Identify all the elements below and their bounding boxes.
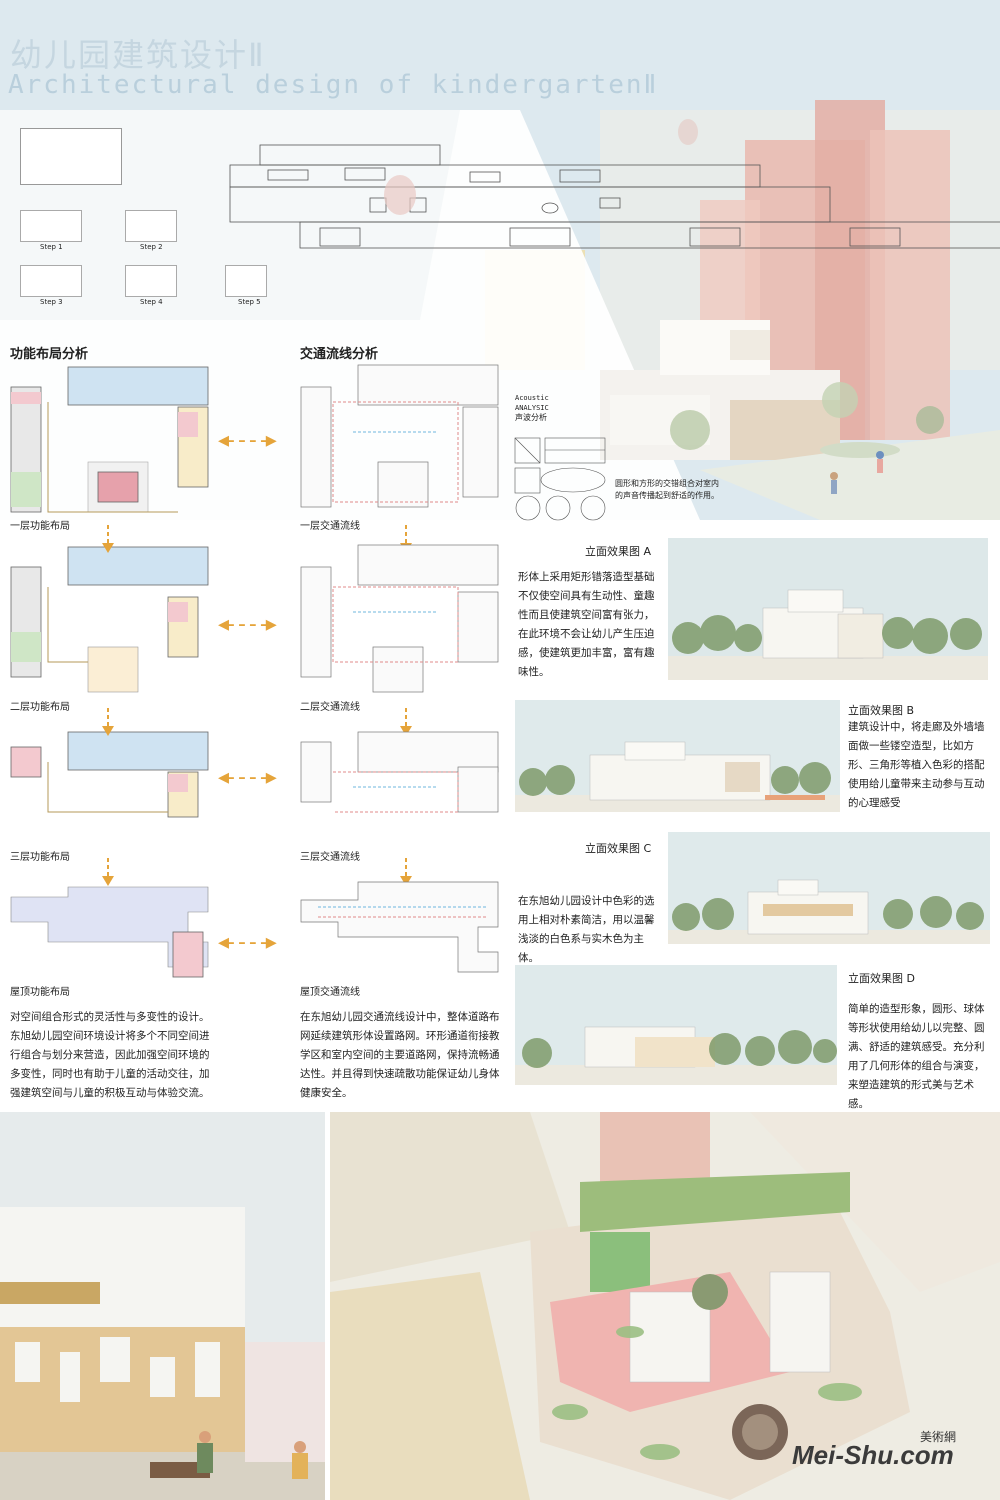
acoustic-note: 圆形和方形的交错组合对室内的声音传播起到舒适的作用。 xyxy=(615,479,719,500)
elevation-b-text: 建筑设计中，将走廊及外墙墙面做一些镂空造型，比如方形、三角形等植入色彩的搭配使用… xyxy=(848,721,985,809)
down-arrow-icon xyxy=(102,708,114,736)
function-floor-label: 三层功能布局 xyxy=(10,852,70,863)
function-floor-label: 屋顶功能布局 xyxy=(10,987,70,998)
traffic-heading: 交通流线分析 xyxy=(300,347,379,362)
elevation-c-title: 立面效果图 C xyxy=(585,842,652,855)
step-label: Step 3 xyxy=(40,298,63,306)
down-arrow-icon xyxy=(102,858,114,886)
double-arrow-icon: ◂- - - -▸ xyxy=(218,765,277,790)
acoustic-title-line1: Acoustic xyxy=(515,394,549,402)
traffic-floor-label: 一层交通流线 xyxy=(300,521,360,532)
elevation-b-title: 立面效果图 B xyxy=(848,704,915,717)
acoustic-title-cn: 声波分析 xyxy=(515,413,547,422)
traffic-floor-label: 二层交通流线 xyxy=(300,702,360,713)
down-arrow-icon xyxy=(400,708,412,736)
elevation-d-title: 立面效果图 D xyxy=(848,972,915,985)
acoustic-title-line2: ANALYSIC xyxy=(515,404,549,412)
elevation-b-render xyxy=(515,700,840,812)
elevation-d-text: 简单的造型形象，圆形、球体等形状使用给幼儿以完整、圆满、舒适的建筑感受。充分利用… xyxy=(848,1003,985,1110)
massing-model xyxy=(20,128,122,185)
function-plans xyxy=(10,366,209,978)
aerial-render xyxy=(330,1112,1000,1500)
title-cn: 幼儿园建筑设计Ⅱ xyxy=(10,36,266,74)
function-description: 对空间组合形式的灵活性与多变性的设计。东旭幼儿园空间环境设计将多个不同空间进行组… xyxy=(10,1011,210,1099)
bottom-left-render xyxy=(0,1112,325,1500)
elevation-a-text: 形体上采用矩形错落造型基础不仅使空间具有生动性、童趣性而且使建筑空间富有张力，在… xyxy=(518,571,655,678)
title-en: Architectural design of kindergartenⅡ xyxy=(8,70,659,100)
step-label: Step 1 xyxy=(40,243,63,251)
elevation-a-title: 立面效果图 A xyxy=(585,545,652,558)
traffic-floor-label: 三层交通流线 xyxy=(300,852,360,863)
down-arrow-icon xyxy=(400,858,412,886)
traffic-plans xyxy=(300,364,499,973)
step-5-diagram xyxy=(225,265,267,297)
function-floor-label: 一层功能布局 xyxy=(10,521,70,532)
watermark-logo: Mei-Shu.com xyxy=(792,1440,954,1470)
function-heading: 功能布局分析 xyxy=(10,347,89,362)
elevation-a-render xyxy=(668,538,988,680)
elevation-c-text: 在东旭幼儿园设计中色彩的选用上相对朴素简洁，用以温馨浅淡的白色系与实木色为主体。 xyxy=(518,895,655,964)
down-arrow-icon xyxy=(102,525,114,553)
step-4-diagram xyxy=(125,265,177,297)
double-arrow-icon: ◂- - - -▸ xyxy=(218,428,277,453)
elevation-d-render xyxy=(515,965,837,1085)
traffic-description: 在东旭幼儿园交通流线设计中，整体道路布网延续建筑形体设置路网。环形通道衔接教学区… xyxy=(300,1011,500,1099)
watermark-logo-cn: 美術網 xyxy=(920,1430,957,1444)
step-3-diagram xyxy=(20,265,82,297)
hero-section: 幼儿园建筑设计Ⅱ Architectural design of kinderg… xyxy=(0,0,1000,520)
acoustic-title: Acoustic ANALYSIC 声波分析 xyxy=(515,393,549,423)
step-label: Step 5 xyxy=(238,298,261,306)
double-arrow-icon: ◂- - - -▸ xyxy=(218,612,277,637)
double-arrow-icon: ◂- - - -▸ xyxy=(218,930,277,955)
traffic-floor-label: 屋顶交通流线 xyxy=(300,987,360,998)
elevation-c-render xyxy=(668,832,990,944)
step-label: Step 4 xyxy=(140,298,163,306)
step-label: Step 2 xyxy=(140,243,163,251)
step-1-diagram xyxy=(20,210,82,242)
acoustic-diagram xyxy=(514,437,606,521)
step-2-diagram xyxy=(125,210,177,242)
function-floor-label: 二层功能布局 xyxy=(10,702,70,713)
